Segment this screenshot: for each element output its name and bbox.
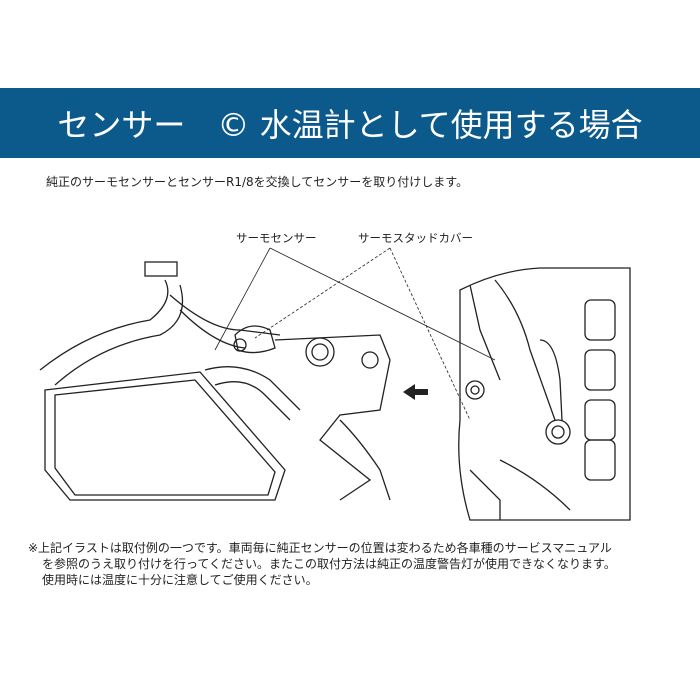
note-line-3: 使用時には温度に十分に注意してご使用ください。 — [42, 573, 318, 587]
title-banner: センサー © 水温計として使用する場合 — [0, 88, 700, 158]
intro-text: 純正のサーモセンサーとセンサーR1/8を交換してセンサーを取り付けします。 — [46, 175, 469, 189]
page-title: センサー © 水温計として使用する場合 — [57, 106, 643, 144]
engine-illustration — [39, 247, 631, 521]
radiator-drawing — [39, 261, 301, 501]
note-line-2: を参照のうえ取り付けを行ってください。またこの取付方法は純正の温度警告灯が使用で… — [42, 557, 616, 571]
arrow-left-icon — [403, 384, 428, 400]
thermo-stud-cover-label: サーモスタッドカバー — [358, 231, 473, 245]
thermo-sensor-label: サーモセンサー — [236, 231, 317, 245]
leader-lines — [214, 247, 496, 421]
engine-drawing — [274, 334, 391, 501]
note-line-1: ※上記イラストは取付例の一つです。車両毎に純正センサーの位置は変わるため各車種の… — [28, 541, 612, 555]
detail-drawing — [458, 267, 631, 521]
caution-note: ※上記イラストは取付例の一つです。車両毎に純正センサーの位置は変わるため各車種の… — [28, 540, 678, 588]
